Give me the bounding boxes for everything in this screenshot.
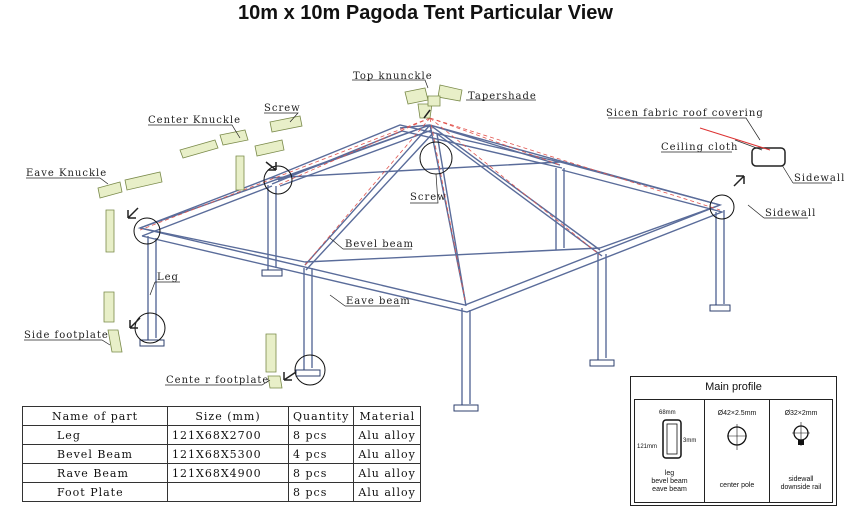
label-screw-mid: Screw (410, 192, 447, 203)
label-sidewall-1: Sidewall (794, 173, 845, 184)
profile-rect-width: 68mm (659, 410, 676, 416)
profile-rail-cap1: sidewall (788, 476, 814, 483)
main-profile-title: Main profile (705, 381, 762, 393)
table-header: Material (353, 406, 422, 426)
profile-cells: 68mm 121mm 3mm leg bevel beam eave beam … (634, 399, 833, 503)
profile-pole-cap: center pole (719, 482, 755, 489)
top-knuckle-part (404, 84, 463, 119)
table-header-row: Name of part Size (mm) Quantity Material (22, 406, 422, 426)
label-tapershade: Tapershade (468, 91, 537, 102)
parts-table: Name of part Size (mm) Quantity Material… (22, 406, 422, 502)
leader-lines (24, 79, 832, 386)
profile-pole-dim: Ø42×2.5mm (717, 410, 757, 417)
table-cell: Rave Beam (22, 463, 168, 483)
profile-rail-dim: Ø32×2mm (784, 410, 818, 417)
tent-frame (137, 117, 731, 412)
arrow-icons (127, 109, 745, 381)
diagram-title: 10m x 10m Pagoda Tent Particular View (238, 2, 613, 24)
table-cell: 121X68X4900 (167, 463, 289, 483)
side-footplate-part (107, 329, 123, 353)
table-row: Rave Beam 121X68X4900 8 pcs Alu alloy (22, 463, 422, 483)
profile-rail-cap2: downside rail (780, 484, 822, 491)
label-eave-beam: Eave beam (346, 296, 411, 307)
table-cell: Foot Plate (22, 482, 168, 502)
label-sidewall-2: Sidewall (765, 208, 816, 219)
table-header: Name of part (22, 406, 168, 426)
table-cell (167, 482, 289, 502)
table-cell: 8 pcs (287, 463, 355, 483)
table-cell: 121X68X2700 (167, 425, 289, 445)
table-cell: 4 pcs (287, 444, 355, 464)
table-cell: 8 pcs (287, 425, 355, 445)
label-center-knuckle: Center Knuckle (148, 115, 241, 126)
profile-rect-cap2: bevel beam (651, 478, 688, 485)
leg-part (103, 291, 115, 323)
rail-profile-icon (792, 422, 810, 446)
label-top-knuckle: Top knunckle (353, 71, 433, 82)
table-cell: Alu alloy (353, 463, 422, 483)
main-profile-box: Main profile 68mm 121mm 3mm leg bevel be… (630, 376, 837, 506)
profile-rect-cap3: eave beam (652, 486, 687, 493)
profile-pole-cell: Ø42×2.5mm center pole (705, 400, 770, 502)
label-side-footplate: Side footplate (24, 330, 109, 341)
profile-rect-height: 121mm (637, 444, 658, 450)
center-knuckle-part (179, 115, 303, 191)
label-ceiling-cloth: Ceiling cloth (661, 142, 738, 153)
table-cell: Bevel Beam (22, 444, 168, 464)
table-row: Leg 121X68X2700 8 pcs Alu alloy (22, 425, 422, 445)
profile-rect-cap1: leg (664, 470, 675, 477)
center-footplate-part (265, 333, 283, 389)
label-roof-covering: Sicen fabric roof covering (606, 108, 764, 119)
table-cell: Alu alloy (353, 444, 422, 464)
table-cell: 8 pcs (287, 482, 355, 502)
label-screw-top: Screw (264, 103, 301, 114)
rect-profile-icon (662, 419, 682, 459)
profile-rail-cell: Ø32×2mm sidewall downside rail (770, 400, 832, 502)
table-header: Quantity (287, 406, 355, 426)
detail-circles (133, 141, 735, 386)
table-row: Bevel Beam 121X68X5300 4 pcs Alu alloy (22, 444, 422, 464)
round-pole-icon (727, 424, 747, 450)
profile-rect-thickness: 3mm (683, 438, 697, 444)
table-header: Size (mm) (167, 406, 289, 426)
table-cell: Alu alloy (353, 482, 422, 502)
table-row: Foot Plate 8 pcs Alu alloy (22, 482, 422, 502)
label-bevel-beam: Bevel beam (345, 239, 414, 250)
table-cell: 121X68X5300 (167, 444, 289, 464)
label-eave-knuckle: Eave Knuckle (26, 168, 107, 179)
table-cell: Leg (22, 425, 168, 445)
table-cell: Alu alloy (353, 425, 422, 445)
sidewall-rail-detail (699, 127, 786, 167)
profile-rect-cell: 68mm 121mm 3mm leg bevel beam eave beam (635, 400, 705, 502)
eave-knuckle-part (97, 171, 163, 253)
label-leg: Leg (157, 272, 179, 283)
label-center-footplate: Cente r footplate (166, 375, 269, 386)
